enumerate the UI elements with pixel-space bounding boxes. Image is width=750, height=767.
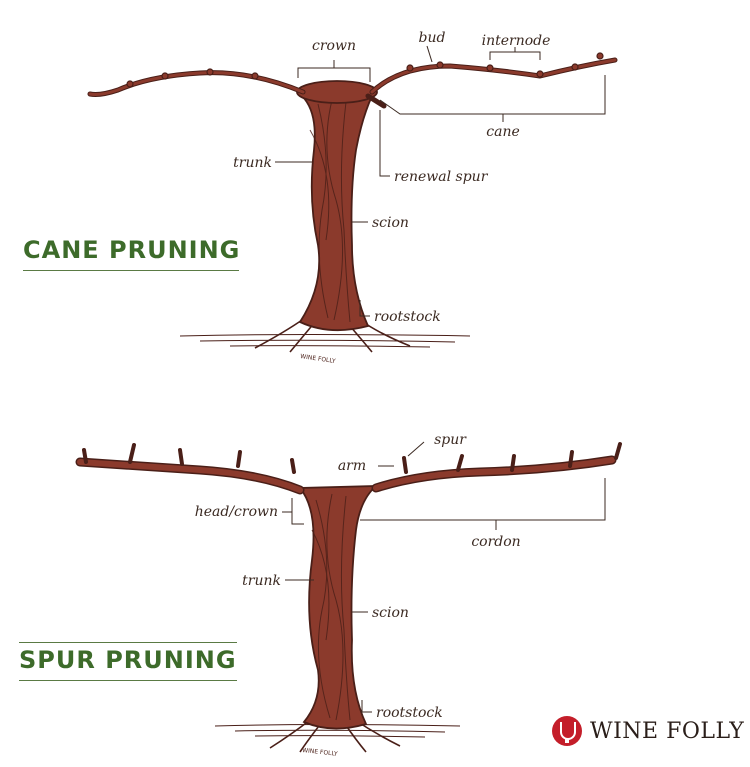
spur-pruning-title: SPUR PRUNING [19, 646, 237, 674]
cane-signature: WINE FOLLY [300, 353, 337, 365]
spur-label-head-crown: head/crown [195, 504, 278, 520]
wine-glass-icon [552, 716, 582, 746]
spur-title-rule-bottom [19, 680, 237, 681]
spur-label-trunk: trunk [242, 573, 281, 589]
cane-label-rootstock: rootstock [374, 309, 441, 325]
cane-title-rule [23, 270, 239, 271]
cane-label-crown: crown [312, 38, 356, 54]
cane-trunk-shape [298, 95, 374, 332]
cane-label-internode: internode [482, 33, 551, 49]
cane-label-renewal-spur: renewal spur [394, 169, 489, 185]
cane-pruning-title: CANE PRUNING [23, 236, 241, 264]
cane-pruning-vine: WINE FOLLY [87, 52, 618, 365]
spur-label-rootstock: rootstock [376, 705, 443, 721]
cane-buds [126, 52, 604, 88]
spur-title-rule-top [19, 642, 237, 643]
spur-signature: WINE FOLLY [302, 747, 338, 758]
cane-ground [179, 334, 471, 348]
spur-nubs [82, 442, 622, 474]
spur-label-spur: spur [434, 432, 467, 448]
cane-renewal-spur [365, 93, 387, 109]
cane-label-cane: cane [486, 124, 520, 140]
spur-leaders [282, 441, 606, 713]
cane-label-scion: scion [372, 215, 409, 231]
spur-label-scion: scion [372, 605, 409, 621]
cane-crown-knot [296, 80, 378, 104]
cane-label-trunk: trunk [233, 155, 272, 171]
brand-name: WINE FOLLY [590, 718, 745, 744]
cane-trunk-grain [309, 99, 351, 323]
wine-folly-brand: WINE FOLLY [552, 716, 744, 746]
cane-leaders [275, 45, 606, 317]
spur-label-arm: arm [338, 458, 366, 474]
spur-label-cordon: cordon [471, 534, 520, 550]
spur-pruning-vine: WINE FOLLY [75, 442, 622, 758]
spur-trunk-grain [311, 493, 351, 721]
cane-label-bud: bud [419, 30, 446, 46]
cane-left [87, 70, 306, 97]
